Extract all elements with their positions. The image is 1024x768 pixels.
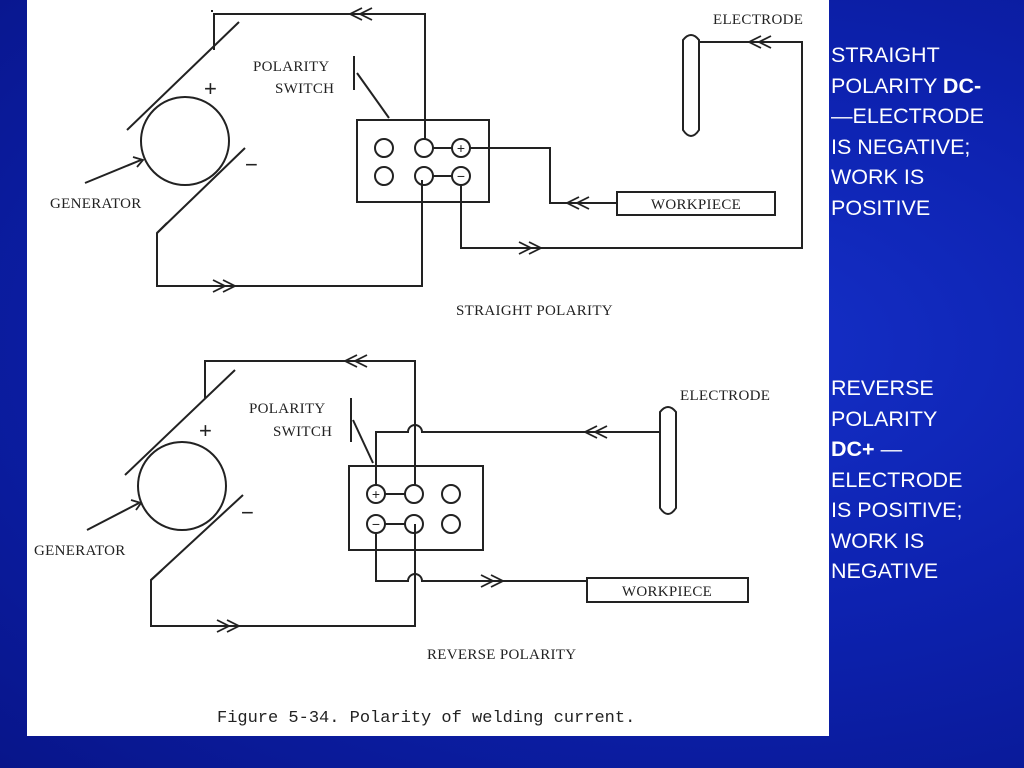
straight-switch-terminal bbox=[414, 166, 434, 186]
straight-switch-pointer bbox=[356, 72, 390, 119]
straight-electrode-arrow-bottom bbox=[518, 241, 544, 255]
reverse-bottom-wire bbox=[150, 524, 416, 627]
straight-terminal-plus: + bbox=[457, 140, 465, 156]
straight-workpiece-label: WORKPIECE bbox=[651, 197, 741, 213]
reverse-electrode-arrow bbox=[582, 425, 608, 439]
straight-polarity-description: STRAIGHT POLARITY DC- —ELECTRODE IS NEGA… bbox=[831, 40, 1021, 223]
straight-electrode-label: ELECTRODE bbox=[713, 12, 803, 28]
reverse-desc-line1: REVERSE bbox=[831, 376, 934, 400]
straight-workpiece-box bbox=[616, 191, 776, 216]
reverse-switch-terminal bbox=[441, 484, 461, 504]
straight-switch-label-line1: POLARITY bbox=[253, 59, 330, 75]
straight-desc-line5: WORK IS bbox=[831, 165, 925, 189]
straight-generator-positive-lead bbox=[126, 21, 240, 131]
reverse-electrode-label: ELECTRODE bbox=[680, 388, 770, 404]
reverse-generator-pointer-head bbox=[130, 499, 143, 511]
reverse-switch-pointer bbox=[352, 419, 374, 464]
reverse-workpiece-arrow bbox=[480, 574, 506, 588]
straight-switch-box bbox=[356, 119, 490, 203]
figure-caption: Figure 5-34. Polarity of welding current… bbox=[217, 709, 635, 728]
straight-electrode-arrow-top bbox=[746, 35, 772, 49]
reverse-desc-line2: POLARITY bbox=[831, 406, 938, 431]
straight-workpiece-arrow bbox=[564, 196, 590, 210]
reverse-terminal-plus: + bbox=[372, 486, 380, 502]
straight-generator-pointer-head bbox=[132, 156, 145, 168]
straight-desc-line2-plain: POLARITY bbox=[831, 73, 943, 98]
straight-desc-line2: POLARITY DC- bbox=[831, 71, 1021, 102]
reverse-desc-dc-plus: DC+ bbox=[831, 437, 875, 461]
reverse-generator-pointer bbox=[86, 502, 140, 531]
reverse-top-arrow bbox=[342, 354, 368, 368]
reverse-desc-line5: IS POSITIVE; bbox=[831, 498, 963, 522]
polarity-diagram: + − GENERATOR + − POLARITY SWITCH WORKPI… bbox=[34, 7, 803, 728]
straight-switch-terminal bbox=[374, 166, 394, 186]
straight-generator-negative-lead bbox=[156, 147, 246, 234]
reverse-workpiece-box bbox=[586, 577, 749, 603]
straight-polarity-diagram: + − GENERATOR + − POLARITY SWITCH WORKPI… bbox=[50, 7, 803, 319]
reverse-polarity-caption: REVERSE POLARITY bbox=[427, 647, 576, 663]
reverse-desc-line4: ELECTRODE bbox=[831, 467, 963, 492]
reverse-polarity-diagram: + − GENERATOR + − POLARITY SWITCH ELECTR… bbox=[34, 354, 770, 663]
reverse-terminal-minus: − bbox=[372, 516, 380, 532]
straight-generator-circle bbox=[140, 96, 230, 186]
reverse-top-wire bbox=[204, 360, 416, 486]
reverse-minus-sign: − bbox=[241, 500, 254, 525]
reverse-generator-label: GENERATOR bbox=[34, 543, 126, 559]
reverse-switch-box bbox=[348, 465, 484, 551]
reverse-generator-circle bbox=[137, 441, 227, 531]
straight-desc-line1: STRAIGHT bbox=[831, 43, 940, 67]
reverse-plus-sign: + bbox=[199, 418, 212, 443]
straight-top-wire bbox=[213, 13, 426, 140]
reverse-generator-negative-lead bbox=[150, 494, 244, 581]
straight-switch-terminal bbox=[374, 138, 394, 158]
reverse-switch-terminal bbox=[441, 514, 461, 534]
straight-generator-pointer bbox=[84, 159, 142, 184]
straight-electrode-wire bbox=[460, 41, 803, 249]
straight-top-arrow bbox=[347, 7, 373, 21]
reverse-desc-line7: NEGATIVE bbox=[831, 559, 939, 583]
reverse-desc-line6: WORK IS bbox=[831, 528, 925, 553]
straight-electrode-rod bbox=[682, 34, 700, 137]
straight-desc-dc-minus: DC- bbox=[942, 73, 982, 98]
straight-bottom-arrow bbox=[212, 279, 238, 293]
reverse-electrode-rod bbox=[659, 406, 677, 515]
reverse-workpiece-label: WORKPIECE bbox=[622, 584, 712, 600]
straight-workpiece-wire bbox=[470, 147, 617, 204]
straight-switch-terminal bbox=[414, 138, 434, 158]
reverse-desc-line3-plain: — bbox=[874, 437, 903, 461]
straight-generator-label: GENERATOR bbox=[50, 196, 142, 212]
reverse-switch-label-line2: SWITCH bbox=[273, 424, 332, 440]
straight-desc-line3: —ELECTRODE bbox=[831, 104, 984, 128]
reverse-desc-line3: DC+ — bbox=[831, 434, 1021, 465]
straight-bottom-wire bbox=[156, 180, 423, 287]
reverse-workpiece-wire bbox=[375, 533, 587, 582]
straight-plus-sign: + bbox=[204, 76, 217, 101]
reverse-polarity-description: REVERSE POLARITY DC+ — ELECTRODE IS POSI… bbox=[831, 373, 1021, 587]
straight-minus-sign: − bbox=[245, 152, 258, 177]
straight-terminal-minus: − bbox=[457, 168, 465, 184]
figure-panel: + − GENERATOR + − POLARITY SWITCH WORKPI… bbox=[27, 0, 829, 736]
reverse-switch-terminal bbox=[404, 484, 424, 504]
reverse-generator-positive-lead bbox=[124, 369, 236, 476]
straight-polarity-caption: STRAIGHT POLARITY bbox=[456, 303, 613, 319]
reverse-switch-label-line1: POLARITY bbox=[249, 401, 326, 417]
straight-switch-label-line2: SWITCH bbox=[275, 81, 334, 97]
straight-desc-line4: IS NEGATIVE; bbox=[831, 134, 971, 159]
reverse-bottom-arrow bbox=[216, 619, 242, 633]
straight-desc-line6: POSITIVE bbox=[831, 195, 931, 220]
reverse-electrode-wire bbox=[375, 424, 660, 485]
